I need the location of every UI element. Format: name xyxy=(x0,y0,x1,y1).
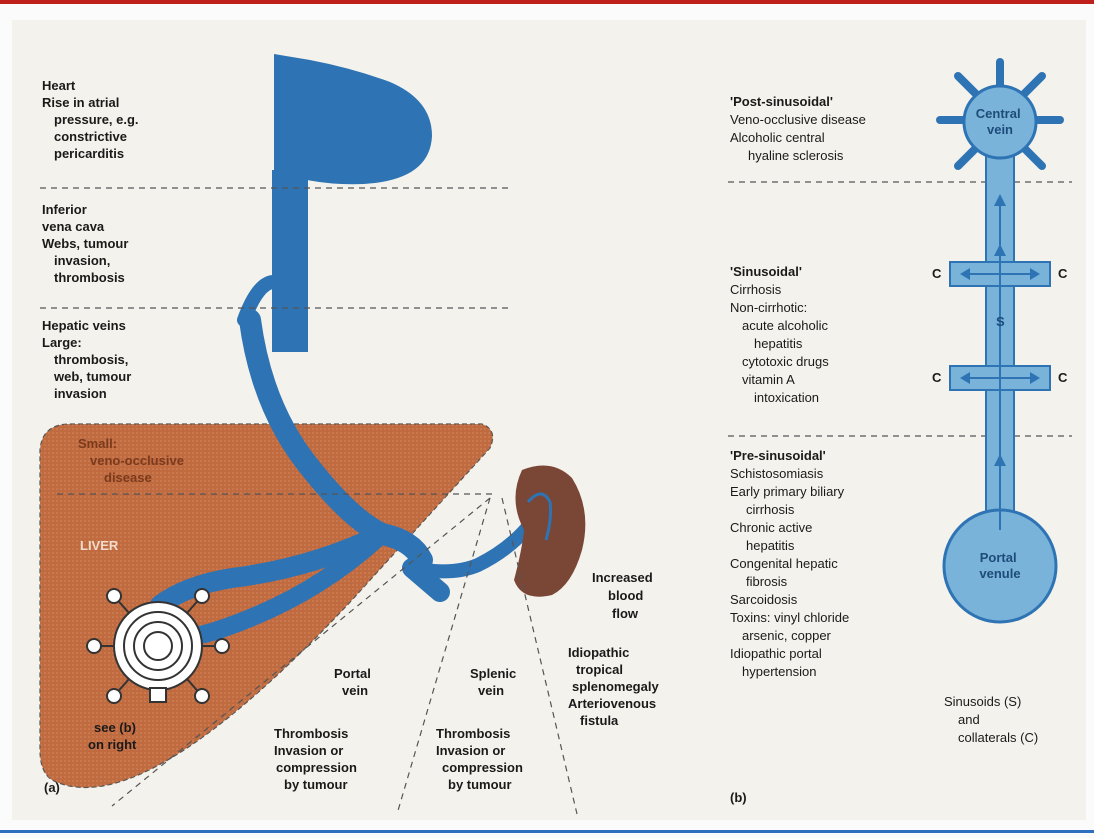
portal-causes: Thrombosis Invasion or compression by tu… xyxy=(274,726,361,792)
increased-flow-label: Increased blood flow xyxy=(592,570,656,621)
portal-venule-label: Portal venule xyxy=(979,550,1020,581)
heart-label: Heart Rise in atrial pressure, e.g. cons… xyxy=(42,78,142,161)
sinusoid-column xyxy=(940,62,1060,622)
splenic-vein-label: Splenic vein xyxy=(470,666,520,698)
panel-b-label: (b) xyxy=(730,790,747,805)
sinusoid-legend: Sinusoids (S) and collaterals (C) xyxy=(944,694,1038,745)
collateral-c-right-2: C xyxy=(1058,370,1068,385)
collateral-c-right-1: C xyxy=(1058,266,1068,281)
splenic-causes: Thrombosis Invasion or compression by tu… xyxy=(436,726,527,792)
flow-causes: Idiopathic tropical splenomegaly Arterio… xyxy=(568,645,662,728)
heart-shape xyxy=(274,54,432,184)
portal-vein-label: Portal vein xyxy=(334,666,374,698)
post-sinusoidal-label: 'Post-sinusoidal' Veno-occlusive disease… xyxy=(730,94,869,163)
top-rule xyxy=(0,0,1094,4)
sinusoid-s-label: S xyxy=(996,314,1005,329)
ivc-label: Inferior vena cava Webs, tumour invasion… xyxy=(42,202,132,285)
sinusoidal-label: 'Sinusoidal' Cirrhosis Non-cirrhotic: ac… xyxy=(730,264,832,405)
inferior-vena-cava xyxy=(272,170,308,352)
pre-sinusoidal-label: 'Pre-sinusoidal' Schistosomiasis Early p… xyxy=(730,448,853,679)
liver-label: LIVER xyxy=(80,538,119,553)
portal-hypertension-diagram: Heart Rise in atrial pressure, e.g. cons… xyxy=(12,20,1086,820)
hepatic-veins-label: Hepatic veins Large: thrombosis, web, tu… xyxy=(42,318,135,401)
panel-a-label: (a) xyxy=(44,780,60,795)
collateral-c-left-2: C xyxy=(932,370,942,385)
collateral-c-left-1: C xyxy=(932,266,942,281)
figure-page: Heart Rise in atrial pressure, e.g. cons… xyxy=(12,20,1086,820)
bottom-rule xyxy=(0,830,1094,833)
